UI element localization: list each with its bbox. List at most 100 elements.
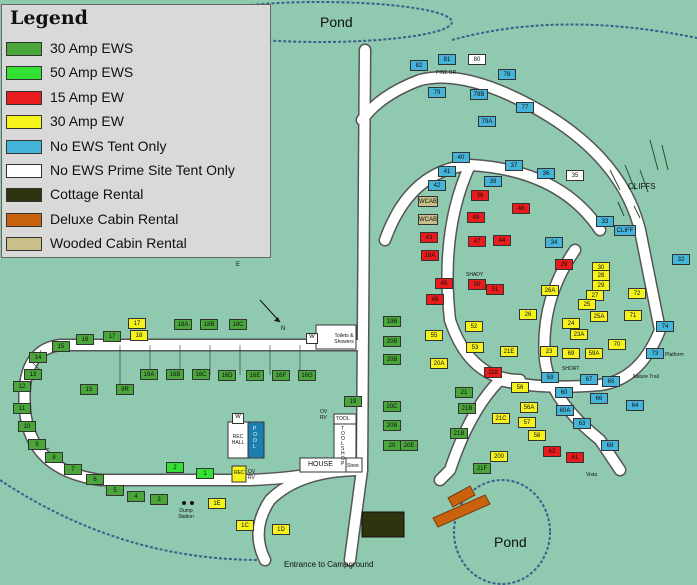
- campsite[interactable]: 66: [590, 393, 608, 404]
- campsite[interactable]: 21: [455, 387, 473, 398]
- campsite[interactable]: 20B: [383, 420, 401, 431]
- campsite[interactable]: 21B: [458, 403, 476, 414]
- campsite[interactable]: 24: [562, 318, 580, 329]
- campsite[interactable]: 60A: [556, 405, 574, 416]
- campsite[interactable]: 200: [490, 451, 508, 462]
- campsite[interactable]: 21F: [473, 463, 491, 474]
- campsite[interactable]: 16E: [246, 370, 264, 381]
- campsite[interactable]: 18A: [421, 250, 439, 261]
- campsite[interactable]: 55: [425, 330, 443, 341]
- campsite[interactable]: 73: [646, 348, 664, 359]
- campsite[interactable]: 47: [468, 236, 486, 247]
- campsite[interactable]: 14: [29, 352, 47, 363]
- campsite[interactable]: 39: [484, 176, 502, 187]
- campsite[interactable]: 20E: [400, 440, 418, 451]
- campsite[interactable]: 79: [428, 87, 446, 98]
- campsite[interactable]: 17: [128, 318, 146, 329]
- campsite[interactable]: 78: [498, 69, 516, 80]
- campsite[interactable]: 15: [52, 341, 70, 352]
- campsite[interactable]: 25: [578, 299, 596, 310]
- campsite[interactable]: 20B: [383, 336, 401, 347]
- campsite[interactable]: 21E: [500, 346, 518, 357]
- campsite[interactable]: 56A: [520, 402, 538, 413]
- campsite[interactable]: 37: [505, 160, 523, 171]
- campsite[interactable]: 62: [543, 446, 561, 457]
- campsite[interactable]: 46: [512, 203, 530, 214]
- campsite[interactable]: 16G: [298, 370, 316, 381]
- campsite[interactable]: 32: [672, 254, 690, 265]
- campsite[interactable]: 34: [545, 237, 563, 248]
- campsite[interactable]: 67: [580, 374, 598, 385]
- campsite[interactable]: 41: [438, 166, 456, 177]
- campsite[interactable]: 51: [486, 284, 504, 295]
- campsite[interactable]: 45: [435, 278, 453, 289]
- campsite[interactable]: 21B: [450, 428, 468, 439]
- campsite[interactable]: 29: [555, 259, 573, 270]
- campsite[interactable]: 13: [24, 369, 42, 380]
- campsite[interactable]: 18B: [200, 319, 218, 330]
- campsite[interactable]: 44: [493, 235, 511, 246]
- campsite[interactable]: 10: [18, 421, 36, 432]
- store-building[interactable]: [345, 457, 363, 473]
- campsite[interactable]: 15: [80, 384, 98, 395]
- campsite[interactable]: 1D: [272, 524, 290, 535]
- campsite[interactable]: 82: [410, 60, 428, 71]
- campsite[interactable]: 4: [127, 491, 145, 502]
- campsite[interactable]: 8: [45, 452, 63, 463]
- campsite[interactable]: 72: [628, 288, 646, 299]
- campsite[interactable]: 16F: [272, 370, 290, 381]
- campsite[interactable]: 119: [484, 367, 502, 378]
- campsite[interactable]: 77: [516, 102, 534, 113]
- campsite[interactable]: 80: [468, 54, 486, 65]
- campsite[interactable]: 12: [13, 381, 31, 392]
- tool-building[interactable]: [333, 413, 357, 425]
- campsite[interactable]: 1C: [236, 520, 254, 531]
- campsite[interactable]: 79A: [478, 116, 496, 127]
- toilets-showers-building[interactable]: [315, 324, 357, 350]
- campsite[interactable]: WCAB: [418, 196, 438, 207]
- campsite[interactable]: 19: [344, 396, 362, 407]
- campsite[interactable]: 21C: [492, 413, 510, 424]
- campsite[interactable]: 57: [518, 417, 536, 428]
- pool[interactable]: [247, 421, 265, 459]
- campsite[interactable]: 7: [64, 464, 82, 475]
- campsite[interactable]: 23: [540, 346, 558, 357]
- campsite[interactable]: 9R: [116, 384, 134, 395]
- campsite[interactable]: 36: [537, 168, 555, 179]
- campsite[interactable]: 38: [471, 190, 489, 201]
- campsite[interactable]: 5: [106, 485, 124, 496]
- campsite[interactable]: 19B: [383, 316, 401, 327]
- campsite[interactable]: 17: [103, 331, 121, 342]
- campsite[interactable]: 3: [150, 494, 168, 505]
- campsite[interactable]: 18A: [174, 319, 192, 330]
- campsite[interactable]: 50: [468, 279, 486, 290]
- campsite[interactable]: 43: [420, 232, 438, 243]
- campsite[interactable]: 16B: [166, 369, 184, 380]
- campsite[interactable]: 16D: [218, 370, 236, 381]
- campsite[interactable]: 48: [467, 212, 485, 223]
- campsite[interactable]: CLIFF: [614, 225, 636, 236]
- campsite[interactable]: 18C: [229, 319, 247, 330]
- campsite[interactable]: WCAB: [418, 214, 438, 225]
- campsite[interactable]: 61: [566, 452, 584, 463]
- campsite[interactable]: 2: [166, 462, 184, 473]
- campsite[interactable]: 59: [541, 372, 559, 383]
- campsite[interactable]: 65: [602, 376, 620, 387]
- cottage-rental[interactable]: [361, 511, 405, 538]
- campsite[interactable]: 33: [596, 216, 614, 227]
- campsite[interactable]: 26A: [541, 285, 559, 296]
- campsite[interactable]: 69: [562, 348, 580, 359]
- campsite[interactable]: 49: [426, 294, 444, 305]
- campsite[interactable]: 42: [428, 180, 446, 191]
- rec-building[interactable]: [231, 465, 247, 483]
- campsite[interactable]: 60: [555, 387, 573, 398]
- campsite[interactable]: 35: [566, 170, 584, 181]
- campsite[interactable]: 18: [130, 330, 148, 341]
- campsite[interactable]: 11: [13, 403, 31, 414]
- campsite[interactable]: 16A: [140, 369, 158, 380]
- campsite[interactable]: 56: [511, 382, 529, 393]
- campsite[interactable]: 26: [519, 309, 537, 320]
- campsite[interactable]: 70: [608, 339, 626, 350]
- campsite[interactable]: 74: [656, 321, 674, 332]
- campsite[interactable]: 20C: [383, 401, 401, 412]
